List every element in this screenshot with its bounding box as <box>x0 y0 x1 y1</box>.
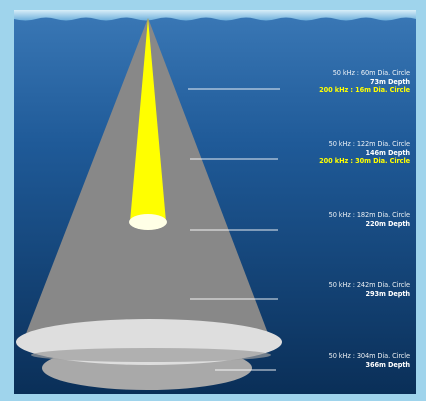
depth-markers <box>188 88 280 371</box>
beam-diameter-50khz-label: 50 kHz : 182m Dia. Circle <box>328 211 411 219</box>
beam-diameter-50khz-label: 50 kHz : 122m Dia. Circle <box>328 140 411 148</box>
depth-label-293m: 50 kHz : 242m Dia. Circle 293m Depth <box>328 281 411 298</box>
footprint-50khz-shadow <box>31 348 271 362</box>
depth-label-366m: 50 kHz : 304m Dia. Circle 366m Depth <box>328 352 411 369</box>
beam-diameter-200khz-label: 200 kHz : 16m Dia. Circle <box>319 86 410 95</box>
depth-label: 366m Depth <box>365 360 411 369</box>
beam-diameter-50khz-label: 50 kHz : 304m Dia. Circle <box>328 352 411 360</box>
depth-label: 146m Depth <box>365 148 411 157</box>
depth-label-146m: 50 kHz : 122m Dia. Circle 146m Depth 200… <box>319 140 410 166</box>
depth-label-73m: 50 kHz : 60m Dia. Circle 73m Depth 200 k… <box>319 69 410 95</box>
beam-diameter-50khz-label: 50 kHz : 242m Dia. Circle <box>328 281 411 289</box>
depth-label: 73m Depth <box>370 77 410 86</box>
depth-label: 220m Depth <box>365 219 411 228</box>
beam-diameter-200khz-label: 200 kHz : 30m Dia. Circle <box>319 157 410 166</box>
beam-200khz <box>130 18 166 222</box>
depth-label: 293m Depth <box>365 289 411 298</box>
footprint-200khz <box>129 214 167 230</box>
beam-diameter-50khz-label: 50 kHz : 60m Dia. Circle <box>332 69 410 77</box>
depth-label-220m: 50 kHz : 182m Dia. Circle 220m Depth <box>328 211 411 228</box>
water-surface <box>14 10 416 21</box>
